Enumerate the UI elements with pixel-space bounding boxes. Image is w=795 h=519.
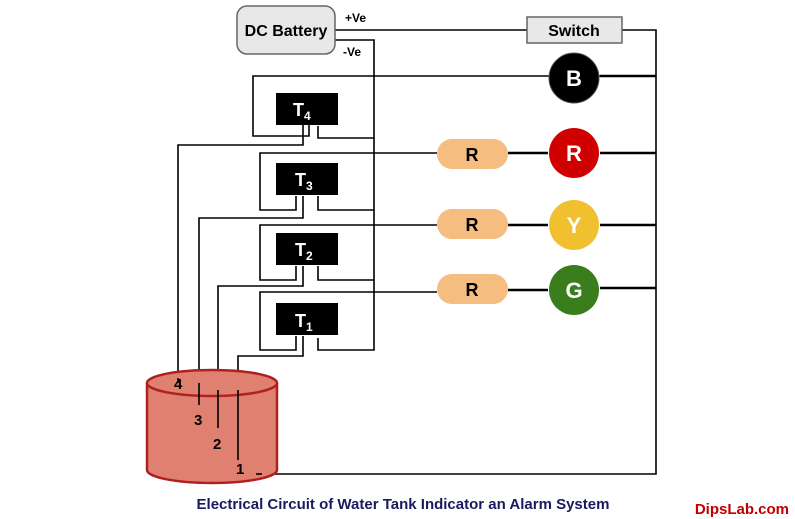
t2-label: T [295, 240, 306, 260]
t4-label: T [293, 100, 304, 120]
t3-subscript: 3 [306, 179, 313, 193]
level-2-label: 2 [213, 436, 221, 453]
wires [177, 29, 657, 475]
wire-t2-probe [217, 266, 304, 428]
resistor-2-label: R [466, 215, 479, 235]
t2-subscript: 2 [306, 249, 313, 263]
resistor-1: R [437, 139, 508, 169]
indicator-y-label: Y [567, 213, 582, 238]
water-tank [145, 368, 279, 485]
indicator-b-label: B [566, 66, 582, 91]
wire-t1-collector [259, 291, 437, 351]
t4-subscript: 4 [304, 109, 311, 123]
transistor-t4: T4 [276, 93, 338, 125]
wire-t4-neg [317, 126, 374, 139]
indicator-r-label: R [566, 141, 582, 166]
wire-t3-collector [259, 152, 437, 211]
wire-t3-probe [198, 196, 304, 405]
indicator-buzzer: B [548, 52, 600, 104]
watermark: DipsLab.com [695, 501, 789, 518]
indicator-green: G [549, 265, 599, 315]
t1-subscript: 1 [306, 320, 313, 334]
t3-label: T [295, 170, 306, 190]
wire-negative-rail [317, 39, 375, 351]
wire-t4-probe [177, 124, 304, 378]
switch-label: Switch [548, 23, 600, 40]
resistor-1-label: R [466, 145, 479, 165]
indicator-g-label: G [565, 278, 582, 303]
battery-negative-label: -Ve [343, 45, 361, 59]
level-4-label: 4 [174, 376, 183, 393]
transistor-t3: T3 [276, 163, 338, 195]
svg-text:T1: T1 [295, 311, 313, 334]
resistor-2: R [437, 209, 508, 239]
transistor-t2: T2 [276, 233, 338, 265]
wire-t3-neg [317, 196, 374, 211]
svg-text:T4: T4 [293, 100, 311, 123]
level-1-label: 1 [236, 461, 244, 478]
svg-text:T2: T2 [295, 240, 313, 263]
wire-t2-neg [317, 266, 374, 281]
battery-positive-label: +Ve [345, 11, 366, 25]
dc-battery: DC Battery [236, 5, 336, 55]
svg-text:T3: T3 [295, 170, 313, 193]
indicator-yellow: Y [549, 200, 599, 250]
resistor-3: R [437, 274, 508, 304]
level-3-label: 3 [194, 412, 202, 429]
transistor-t1: T1 [276, 303, 338, 335]
indicator-red: R [549, 128, 599, 178]
battery-label: DC Battery [245, 23, 328, 40]
resistor-3-label: R [466, 280, 479, 300]
wire-switch-to-rail [262, 29, 657, 475]
t1-label: T [295, 311, 306, 331]
wire-t2-collector [259, 224, 437, 281]
wire-t4-top [252, 75, 656, 137]
diagram-caption: Electrical Circuit of Water Tank Indicat… [197, 496, 610, 513]
switch[interactable]: Switch [526, 16, 623, 44]
